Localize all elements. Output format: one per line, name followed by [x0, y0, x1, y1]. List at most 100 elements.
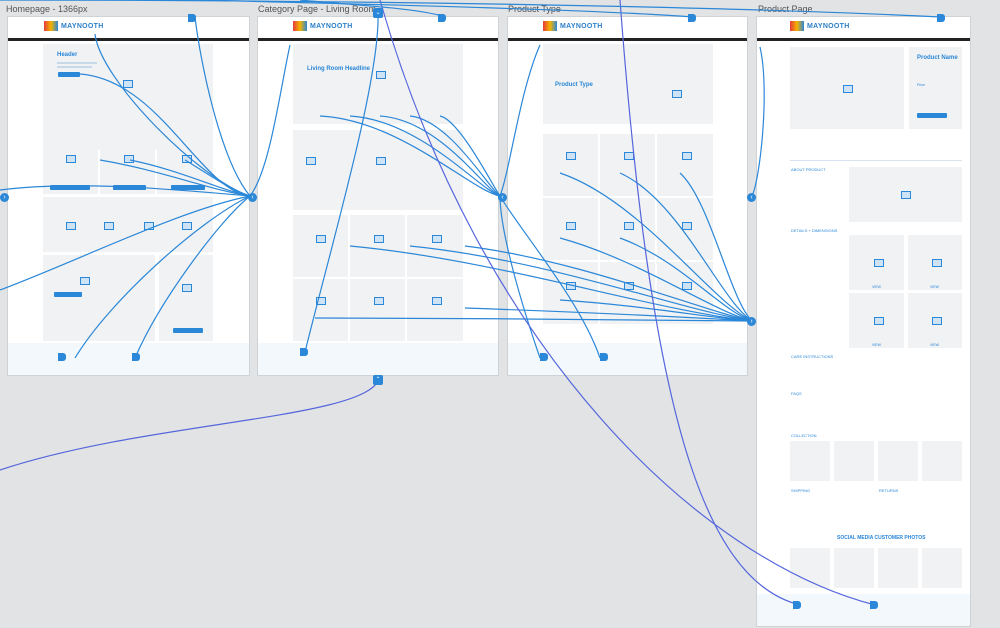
social-photo[interactable] — [922, 548, 962, 588]
shipping-label: SHIPPING — [791, 488, 811, 493]
logo-text: MAYNOOTH — [560, 22, 603, 30]
hero-headline: Header — [57, 52, 78, 58]
top-bar — [757, 38, 970, 41]
image-icon — [874, 259, 884, 267]
image-icon — [374, 235, 384, 243]
image-icon — [316, 297, 326, 305]
text-line — [57, 62, 97, 64]
chevron-left-icon[interactable]: ‹ — [248, 193, 257, 202]
logo-mark-icon — [44, 21, 58, 31]
product-card[interactable] — [600, 262, 655, 324]
link-handle[interactable] — [300, 348, 308, 356]
artboard-label-product-page[interactable]: Product Page — [758, 4, 813, 14]
logo-text: MAYNOOTH — [310, 22, 353, 30]
image-icon — [843, 85, 853, 93]
link-handle[interactable] — [540, 353, 548, 361]
link-handle[interactable] — [600, 353, 608, 361]
link-handle[interactable] — [132, 353, 140, 361]
image-icon — [182, 222, 192, 230]
product-card[interactable] — [657, 134, 713, 196]
product-card[interactable] — [407, 279, 463, 341]
artboard-label-product-type[interactable]: Product Type — [508, 4, 561, 14]
product-card[interactable] — [543, 262, 598, 324]
image-icon — [306, 157, 316, 165]
collection-card[interactable] — [878, 441, 918, 481]
chevron-left-icon[interactable]: ‹ — [498, 193, 507, 202]
artboard-homepage[interactable]: MAYNOOTH Header — [8, 17, 249, 375]
view-label[interactable]: VIEW — [872, 343, 881, 347]
collection-card[interactable] — [790, 441, 830, 481]
chevron-left-icon[interactable]: ‹ — [747, 193, 756, 202]
product-card[interactable] — [543, 134, 598, 196]
text-line — [57, 66, 92, 68]
image-icon — [182, 284, 192, 292]
artboard-category[interactable]: MAYNOOTH Living Room Headline — [258, 17, 498, 375]
image-icon — [624, 282, 634, 290]
hero-button[interactable] — [58, 72, 80, 77]
link-handle[interactable] — [937, 14, 945, 22]
top-bar — [258, 38, 498, 41]
product-card[interactable] — [293, 215, 348, 277]
faq-label: FAQS — [791, 391, 802, 396]
home-arrow-icon[interactable]: ⌃ — [373, 375, 383, 385]
feature-button[interactable] — [54, 292, 82, 297]
artboard-product-page[interactable]: MAYNOOTH Product Name Price ABOUT PRODUC… — [757, 17, 970, 626]
collection-card[interactable] — [834, 441, 874, 481]
view-label[interactable]: VIEW — [930, 343, 939, 347]
care-label: CARE INSTRUCTIONS — [791, 354, 834, 359]
image-icon — [66, 222, 76, 230]
top-bar — [508, 38, 747, 41]
footer — [8, 343, 249, 375]
logo: MAYNOOTH — [543, 21, 603, 31]
link-handle[interactable] — [188, 14, 196, 22]
social-photo[interactable] — [878, 548, 918, 588]
artboard-label-homepage[interactable]: Homepage - 1366px — [6, 4, 88, 14]
divider — [790, 160, 962, 161]
link-handle[interactable] — [688, 14, 696, 22]
product-card[interactable] — [350, 215, 405, 277]
artboard-label-category[interactable]: Category Page - Living Room — [258, 4, 377, 14]
product-card[interactable] — [657, 262, 713, 324]
collection-label: COLLECTION — [791, 433, 817, 438]
image-icon — [182, 155, 192, 163]
image-icon — [874, 317, 884, 325]
image-icon — [682, 222, 692, 230]
view-label[interactable]: VIEW — [930, 285, 939, 289]
view-label[interactable]: VIEW — [872, 285, 881, 289]
social-photo[interactable] — [790, 548, 830, 588]
image-icon — [932, 317, 942, 325]
logo-mark-icon — [293, 21, 307, 31]
hero-placeholder — [293, 44, 463, 124]
home-arrow-icon[interactable]: ⌄ — [373, 8, 383, 18]
card-button[interactable] — [50, 185, 90, 190]
link-handle[interactable] — [58, 353, 66, 361]
logo: MAYNOOTH — [790, 21, 850, 31]
artboard-product-type[interactable]: MAYNOOTH Product Type — [508, 17, 747, 375]
returns-label: RETURNS — [879, 488, 899, 493]
product-card[interactable] — [350, 279, 405, 341]
product-card[interactable] — [407, 215, 463, 277]
card-button[interactable] — [171, 185, 205, 190]
feature-button[interactable] — [173, 328, 203, 333]
chevron-right-icon[interactable]: › — [0, 193, 9, 202]
hero-headline: Product Type — [555, 82, 593, 88]
link-handle[interactable] — [870, 601, 878, 609]
image-icon — [432, 235, 442, 243]
product-card[interactable] — [293, 279, 348, 341]
price-label: Price — [917, 83, 925, 87]
footer — [757, 594, 970, 626]
image-icon — [80, 277, 90, 285]
link-handle[interactable] — [793, 601, 801, 609]
image-icon — [144, 222, 154, 230]
image-icon — [682, 152, 692, 160]
add-to-cart-button[interactable] — [917, 113, 947, 118]
product-card[interactable] — [600, 134, 655, 196]
card-button[interactable] — [113, 185, 146, 190]
collection-card[interactable] — [922, 441, 962, 481]
social-title: SOCIAL MEDIA CUSTOMER PHOTOS — [837, 535, 926, 541]
chevron-right-icon[interactable]: › — [747, 317, 756, 326]
hero-headline: Living Room Headline — [307, 66, 371, 72]
link-handle[interactable] — [438, 14, 446, 22]
social-photo[interactable] — [834, 548, 874, 588]
image-icon — [376, 157, 386, 165]
